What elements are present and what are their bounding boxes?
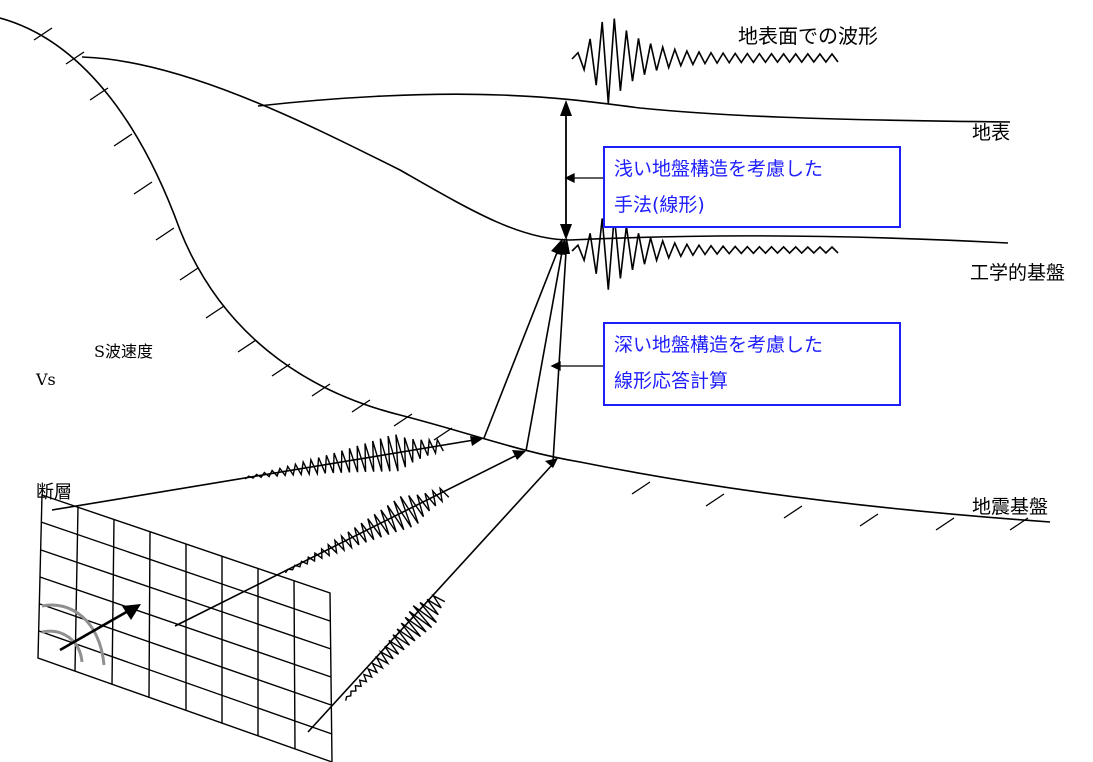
engineering-bedrock-label: 工学的基盤 — [970, 262, 1066, 284]
seismogram-ray-3 — [345, 593, 446, 701]
seismogram-ray-1 — [244, 434, 444, 480]
s-wave-velocity-label: S波速度 — [94, 342, 153, 361]
ray-arrowheads-engineering — [551, 238, 570, 255]
shallow-box-line1: 浅い地盤構造を考慮した — [614, 158, 824, 180]
ray-paths-bedrock-to-engineering — [483, 249, 567, 463]
seismogram-surface — [571, 18, 839, 104]
seismogram-ray-2 — [284, 486, 450, 574]
seismogram-engineering-bedrock — [571, 215, 839, 290]
box-pointer-arrows — [550, 172, 604, 372]
engineering-bedrock-line — [81, 56, 1009, 244]
shallow-structure-double-arrow — [560, 100, 572, 240]
seismic-bedrock-label: 地震基盤 — [972, 496, 1049, 518]
ray-arrowheads-bedrock — [470, 436, 558, 468]
shallow-structure-method-box: 浅い地盤構造を考慮した 手法(線形) — [603, 146, 901, 228]
rupture-direction-arrow — [59, 604, 141, 652]
deep-structure-method-box: 深い地盤構造を考慮した 線形応答計算 — [603, 322, 901, 406]
ray-paths-fault-to-bedrock — [51, 439, 553, 733]
deep-box-line1: 深い地盤構造を考慮した — [614, 334, 824, 356]
seismic-bedrock-line — [0, 17, 1051, 523]
ground-surface-label: 地表 — [972, 122, 1011, 144]
fault-label: 断層 — [36, 482, 72, 503]
shallow-box-line2: 手法(線形) — [614, 194, 705, 216]
surface-waveform-label: 地表面での波形 — [738, 24, 878, 48]
vs-label: Vs — [36, 370, 56, 389]
seismic-bedrock-hatching — [33, 27, 1029, 531]
fault-plane-grid — [37, 494, 333, 762]
deep-box-line2: 線形応答計算 — [614, 370, 729, 392]
ground-surface-line — [257, 93, 1011, 123]
rupture-wavefront — [41, 603, 106, 666]
